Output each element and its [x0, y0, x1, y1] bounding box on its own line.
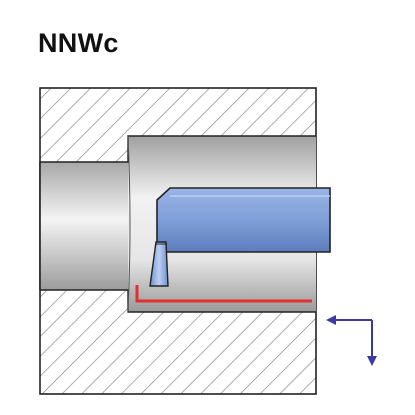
cutting-path — [135, 285, 312, 303]
boring-bar — [149, 187, 331, 287]
tool-shank — [156, 187, 331, 253]
bore-step — [127, 135, 131, 313]
tool-designation-title: NNWc — [38, 28, 119, 58]
through-bore — [40, 162, 136, 290]
arrow-left-and-down-icon — [326, 315, 377, 366]
cutting-insert — [149, 241, 169, 287]
